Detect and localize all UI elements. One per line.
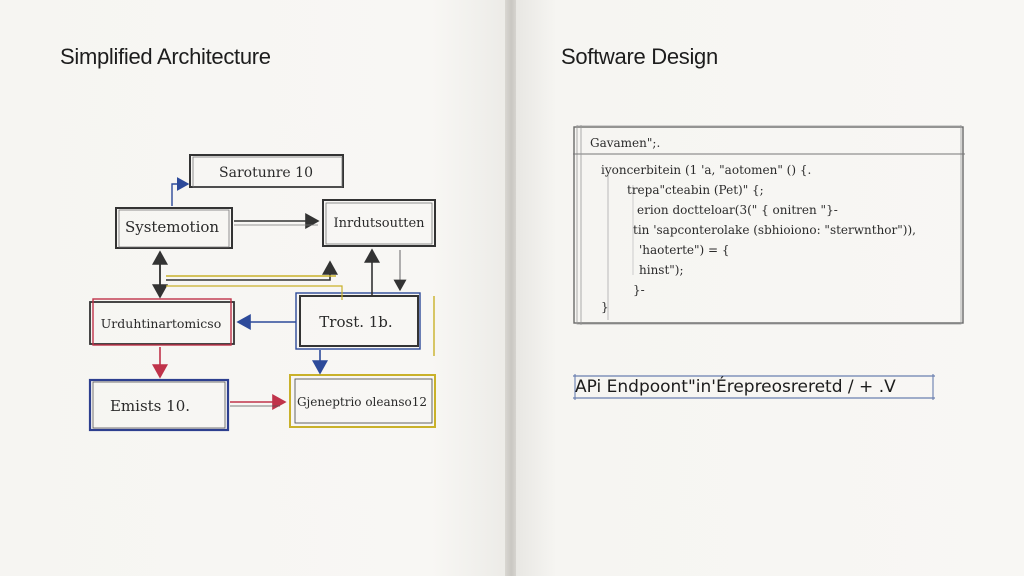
code-line: iyoncerbitein (1 'a, "aotomen" () {.	[601, 163, 812, 177]
node-sarotunre: Sarotunre 10	[189, 154, 344, 188]
code-line: }	[601, 300, 609, 314]
node-label: Inrdutsoutten	[333, 216, 425, 231]
node-gjeneptrio: Gjeneptrio oleanso12	[289, 374, 436, 428]
node-label: Gjeneptrio oleanso12	[297, 395, 427, 409]
code-line: Gavamen";.	[590, 136, 661, 150]
right-page: Software Design Gavamen";. iyoncerbitein…	[516, 0, 1024, 576]
connector-lines	[152, 177, 407, 410]
code-line: tin 'sapconterolake (sbhioiono: "sterwnt…	[633, 223, 916, 237]
architecture-diagram: Sarotunre 10 Systemotion Inrdutsoutten U…	[88, 154, 436, 432]
node-systemotion: Systemotion	[115, 207, 233, 249]
node-trost: Trost. 1b.	[295, 292, 435, 356]
left-page: Simplified Architecture Sarotunre 10	[0, 0, 508, 576]
left-page-title: Simplified Architecture	[60, 44, 271, 69]
api-endpoint-frame	[573, 374, 935, 400]
code-block-frame	[573, 125, 965, 325]
api-endpoint-label: APi Endpoont"in'Érepreosreretd / + .V	[575, 377, 896, 397]
book-gutter	[505, 0, 519, 576]
node-label: Systemotion	[125, 218, 219, 236]
right-page-title: Software Design	[561, 44, 718, 69]
code-line: erion doctteloar(3(" { onitren "}-	[637, 203, 838, 217]
api-endpoint-box: APi Endpoont"in'Érepreosreretd / + .V	[573, 374, 935, 400]
node-label: Urduhtinartomicso	[101, 316, 221, 331]
code-block: Gavamen";. iyoncerbitein (1 'a, "aotomen…	[573, 125, 965, 325]
node-emists: Emists 10.	[88, 378, 230, 432]
code-line: }-	[633, 283, 645, 297]
code-line: hinst");	[639, 263, 684, 277]
node-label: Sarotunre 10	[219, 165, 313, 181]
node-inrdutsoutten: Inrdutsoutten	[322, 199, 436, 247]
code-line: trepa"cteabin (Pet)" {;	[627, 183, 764, 197]
code-line: 'haoterte") = {	[639, 243, 730, 257]
node-label: Emists 10.	[110, 397, 190, 415]
node-urduhtinartomicso: Urduhtinartomicso	[89, 298, 235, 346]
node-label: Trost. 1b.	[319, 313, 392, 331]
